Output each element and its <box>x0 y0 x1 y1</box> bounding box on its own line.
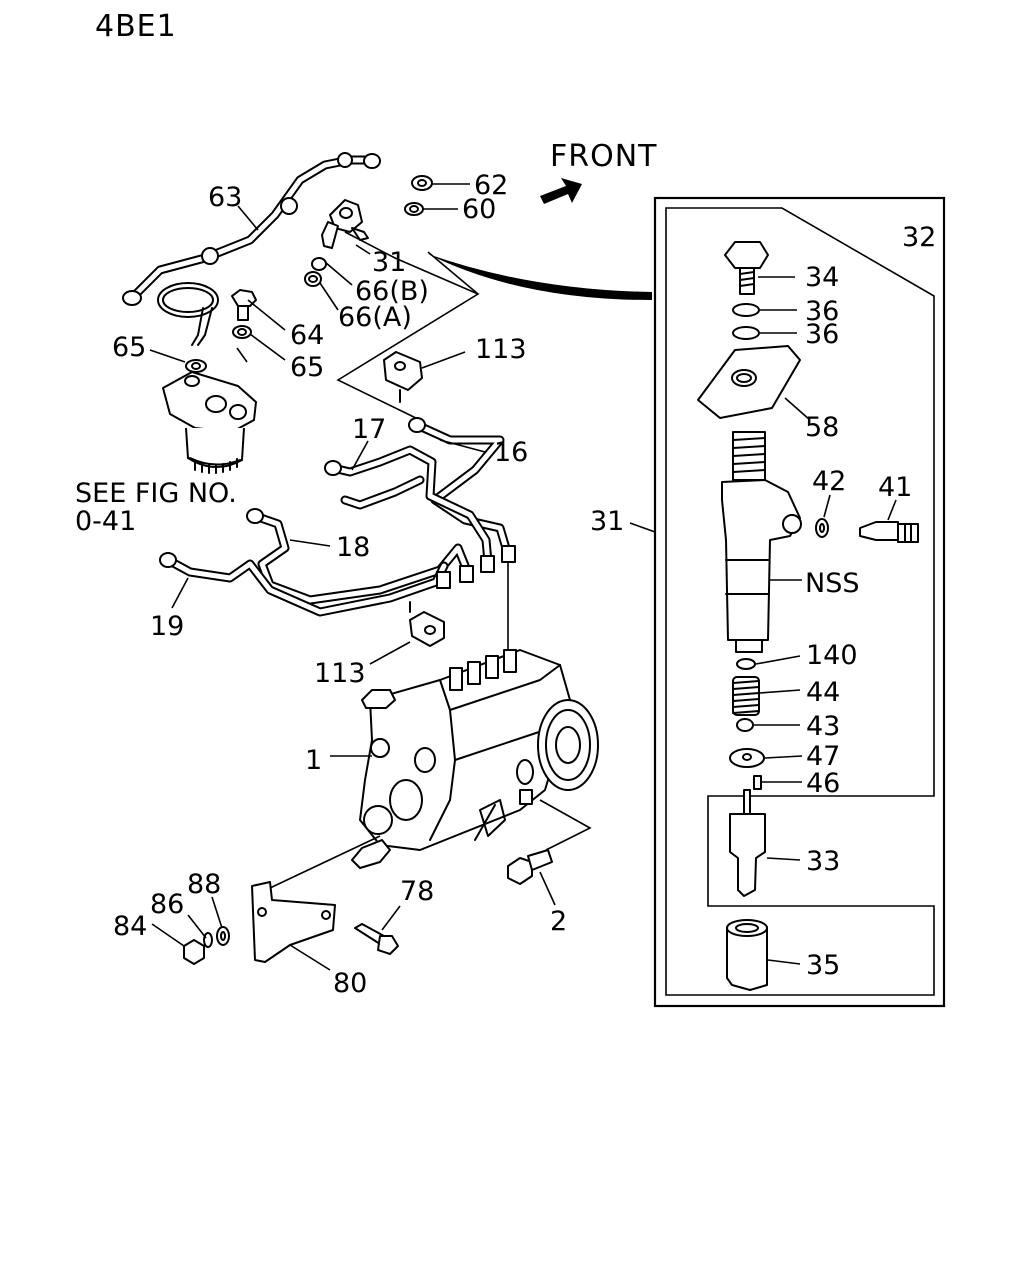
washer-65-right <box>232 325 252 339</box>
see-fig-label: SEE FIG NO. <box>75 478 237 509</box>
callout-66a: 66(A) <box>338 302 412 333</box>
washer-42 <box>815 518 829 538</box>
nozzle-33 <box>729 789 766 897</box>
callout-84: 84 <box>113 911 147 942</box>
callout-63: 63 <box>208 182 242 213</box>
injection-pipe-18 <box>246 508 471 605</box>
washer-140 <box>736 658 756 670</box>
washer-43 <box>736 718 754 732</box>
gasket-66a <box>304 271 322 287</box>
callout-19: 19 <box>150 611 184 642</box>
callout-65-right: 65 <box>290 352 324 383</box>
front-direction-indicator: FRONT <box>540 139 657 204</box>
callout-47: 47 <box>806 741 840 772</box>
callout-78: 78 <box>400 876 434 907</box>
pipe-nut-2 <box>480 555 495 573</box>
pipe-nut-1 <box>459 565 474 583</box>
fuel-filter-assembly <box>162 371 257 474</box>
callout-labels: 63 62 60 31 66(B) 66(A) 64 65 65 113 17 … <box>112 170 936 999</box>
bolt-34 <box>724 241 769 295</box>
callout-88: 88 <box>187 869 221 900</box>
callout-113-upper: 113 <box>475 334 527 365</box>
leader-lines <box>149 183 897 971</box>
front-label: FRONT <box>550 139 657 174</box>
leak-off-pipe-63 <box>122 152 381 346</box>
washer-60 <box>404 202 424 216</box>
see-fig-number: 0-41 <box>75 506 136 537</box>
callout-36-lower: 36 <box>805 319 839 350</box>
nozzle-holder-nss <box>721 431 802 653</box>
callout-32: 32 <box>902 222 936 253</box>
injection-pump-1 <box>351 649 599 869</box>
washer-88 <box>216 926 230 946</box>
pipe-nut-3 <box>501 545 516 563</box>
callout-66b: 66(B) <box>355 276 429 307</box>
washer-36-upper <box>732 303 760 317</box>
pipe-clamp-113-upper <box>383 351 423 403</box>
callout-43: 43 <box>806 711 840 742</box>
model-title: 4BE1 <box>95 9 177 44</box>
callout-31-upper: 31 <box>372 247 406 278</box>
bolt-2-bracket-line <box>539 799 592 851</box>
callout-35: 35 <box>806 950 840 981</box>
callout-44: 44 <box>806 677 840 708</box>
injection-pipe-17 <box>324 445 493 567</box>
callout-16: 16 <box>494 437 528 468</box>
callout-42: 42 <box>812 466 846 497</box>
spring-44 <box>732 676 760 716</box>
callout-2: 2 <box>550 906 567 937</box>
detail-pointer-wedge <box>428 254 652 300</box>
pipe-nut-4 <box>436 571 451 589</box>
injector-detail-frame <box>428 196 946 1008</box>
leak-off-fitting-41 <box>859 521 919 543</box>
gasket-66b <box>311 257 327 271</box>
callout-65-left: 65 <box>112 332 146 363</box>
retaining-nut-35 <box>726 919 768 991</box>
callout-62: 62 <box>474 170 508 201</box>
washer-36-lower <box>732 326 760 340</box>
callout-36-upper: 36 <box>805 296 839 327</box>
callout-17: 17 <box>352 414 386 445</box>
bolt-2 <box>507 849 553 885</box>
bolt-78 <box>354 923 399 955</box>
return-fitting <box>321 199 369 249</box>
nut-62 <box>411 175 433 191</box>
pipe-clamp-113-lower <box>409 601 445 647</box>
washer-65-left <box>185 359 207 373</box>
callout-60: 60 <box>462 194 496 225</box>
callout-64: 64 <box>290 320 324 351</box>
bracket-80 <box>251 835 381 963</box>
callout-1: 1 <box>305 745 322 776</box>
spacer-47 <box>729 748 765 768</box>
callout-33: 33 <box>806 846 840 877</box>
bolt-64 <box>231 289 257 321</box>
callout-86: 86 <box>150 889 184 920</box>
front-arrow-icon <box>540 178 582 204</box>
callout-nss: NSS <box>805 568 859 599</box>
callout-58: 58 <box>805 412 839 443</box>
pin-46 <box>753 775 762 790</box>
injection-pipe-19 <box>159 552 449 617</box>
callout-46: 46 <box>806 768 840 799</box>
callout-80: 80 <box>333 968 367 999</box>
callout-41: 41 <box>878 472 912 503</box>
nut-84 <box>183 939 205 965</box>
callout-140: 140 <box>806 640 858 671</box>
callout-34: 34 <box>805 262 839 293</box>
callout-18: 18 <box>336 532 370 563</box>
callout-31-detail: 31 <box>590 506 624 537</box>
clamp-plate-58 <box>697 345 801 419</box>
spring-washer-86 <box>203 932 213 948</box>
injection-pipe-16 <box>408 417 513 560</box>
callout-113-lower: 113 <box>314 658 366 689</box>
